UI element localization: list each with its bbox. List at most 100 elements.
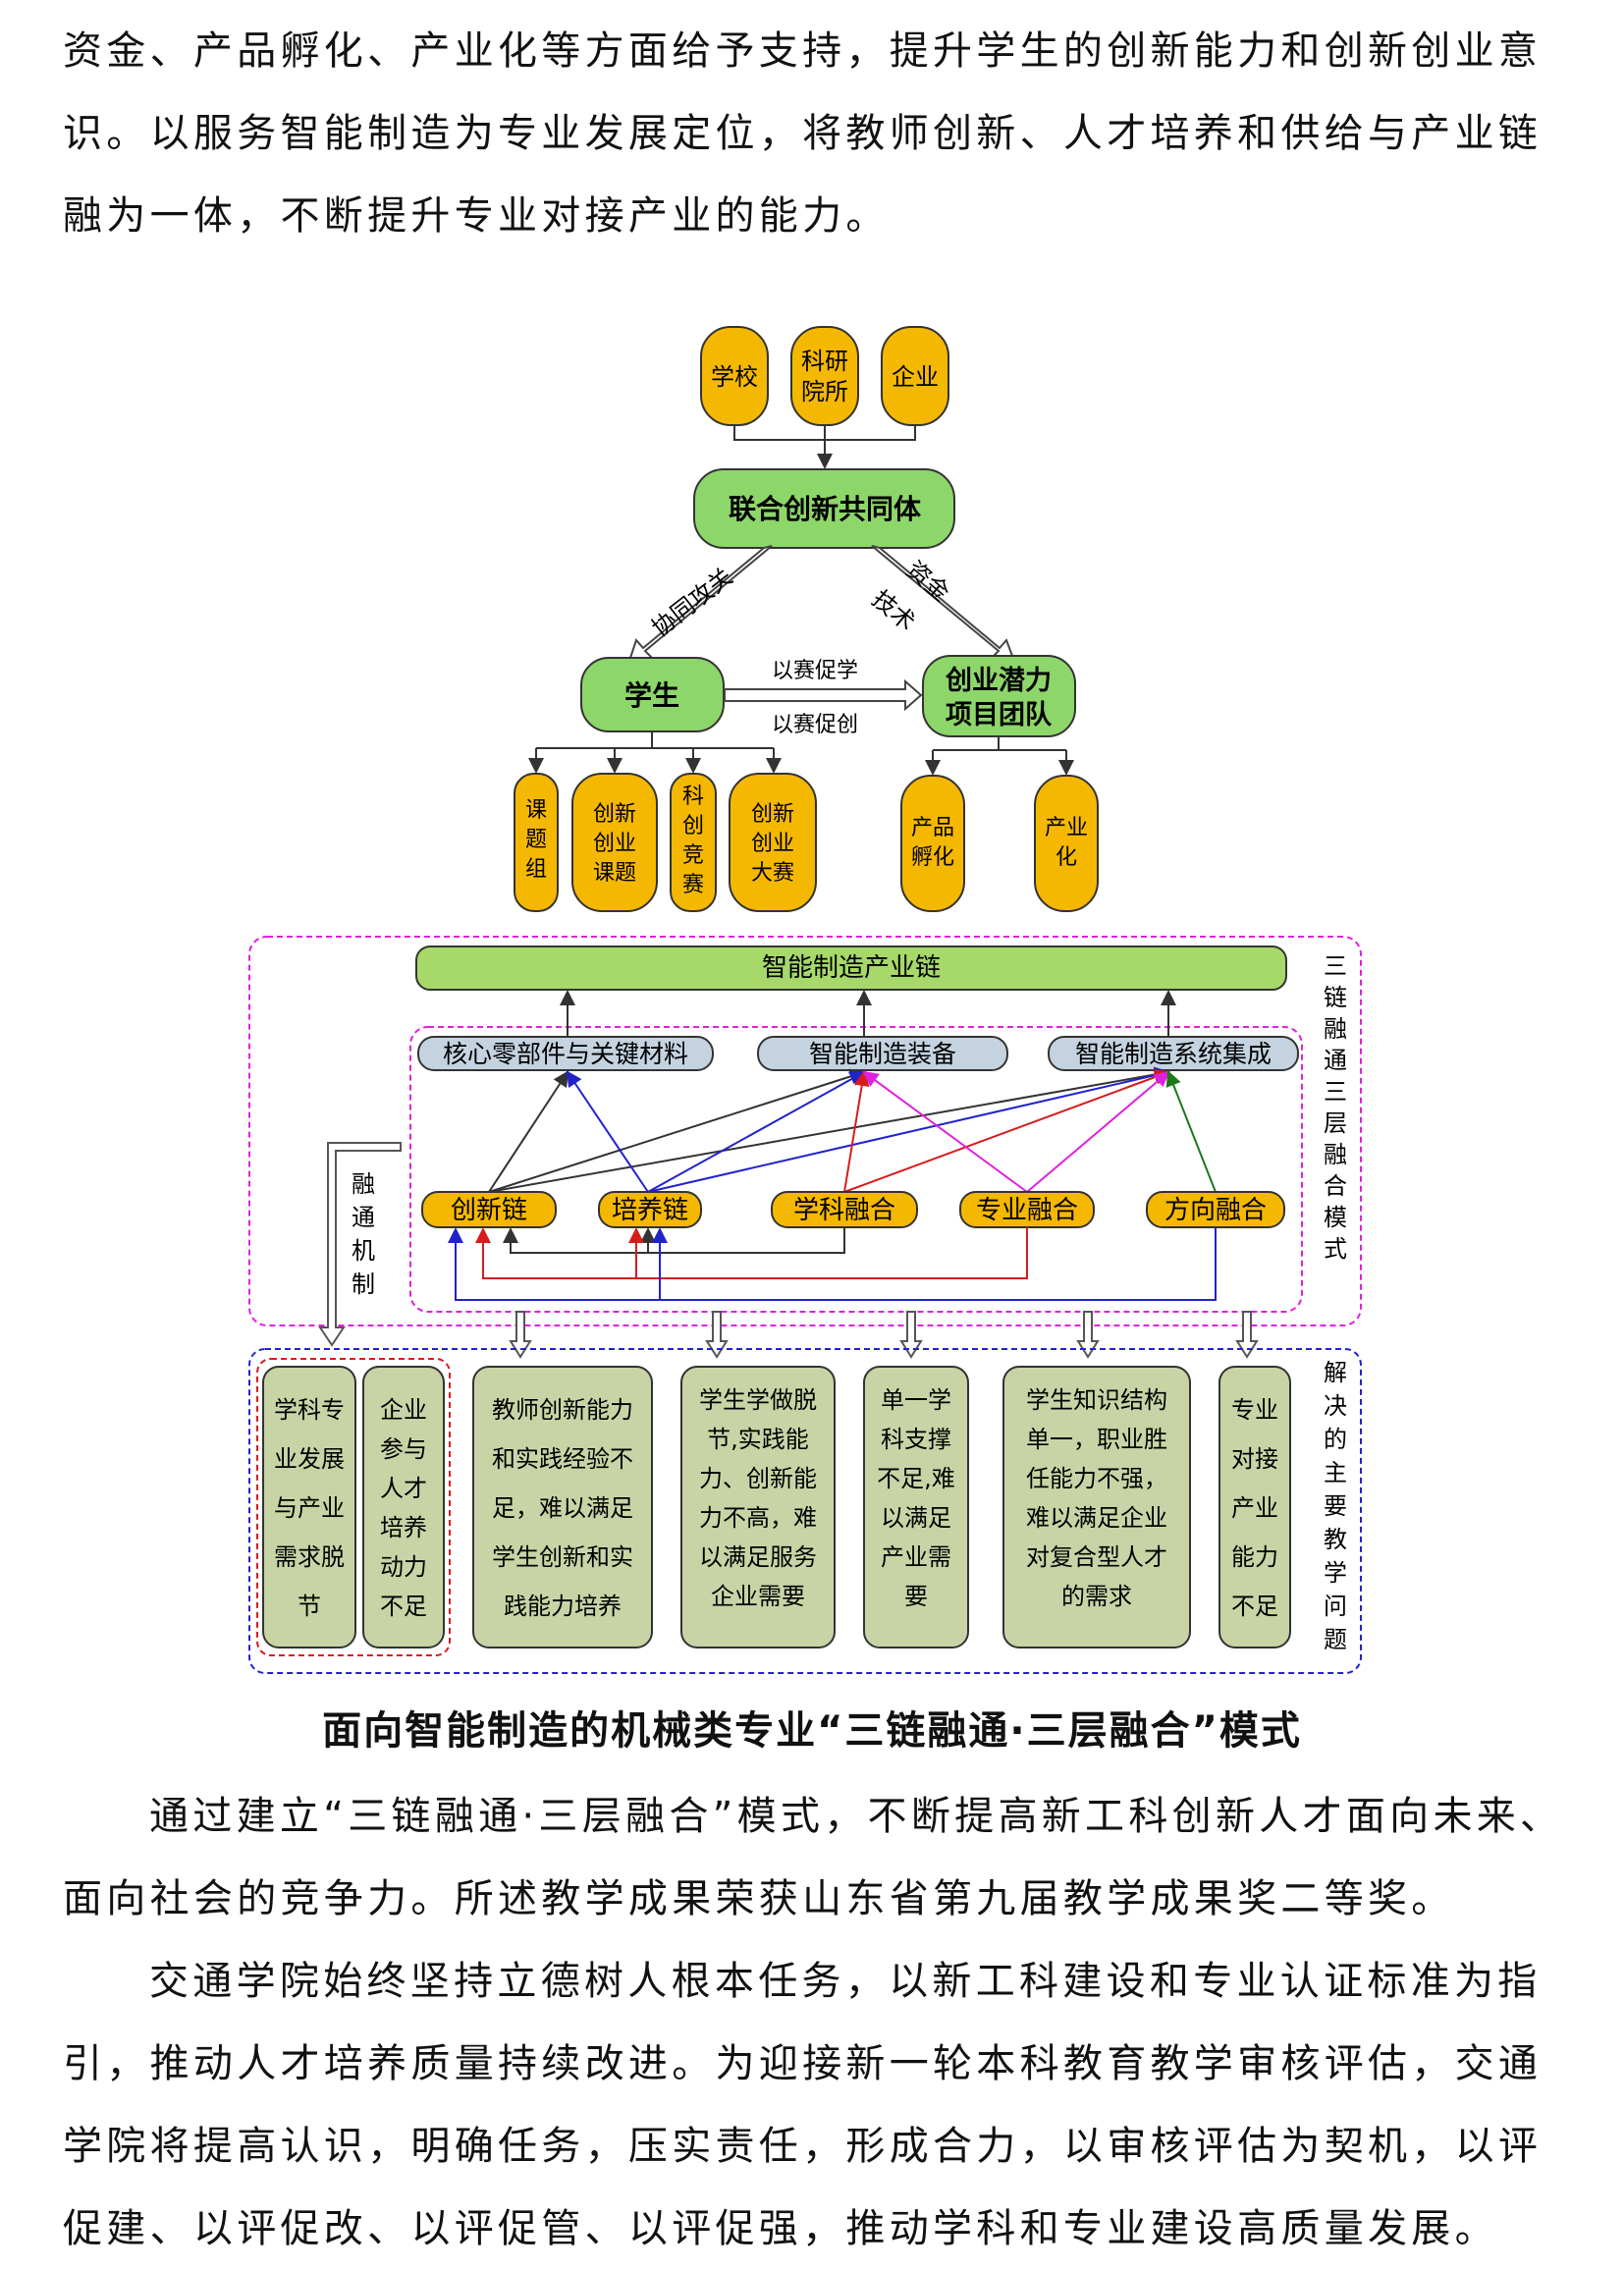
side-char: 融 — [352, 1170, 375, 1198]
side-char: 的 — [1324, 1426, 1347, 1453]
side-char: 融 — [1324, 1141, 1347, 1168]
student-label: 学生 — [624, 679, 679, 712]
problem-text: 难以满足企业 — [1026, 1504, 1167, 1532]
output-text: 竞 — [682, 843, 704, 868]
side-char: 三 — [1324, 952, 1347, 980]
side-char: 机 — [352, 1237, 375, 1265]
problem-text: 企业 — [380, 1396, 427, 1424]
diagram-figure: 学校 科研 院所 企业 联合创新共同体 协同攻关 资金 技术 学生 创业潜力 项… — [248, 326, 1362, 1674]
paragraph-3: 交通学院始终坚持立德树人根本任务，以新工科建设和专业认证标准为指引，推动人才培养… — [63, 1959, 1543, 2251]
problem-box-5 — [863, 1366, 969, 1648]
problem-text: 专业 — [1231, 1396, 1278, 1424]
layer2-to-chain-arrows — [560, 990, 1176, 1037]
problems-side-label: 解 决 的 主 要 教 学 问 题 — [1324, 1359, 1347, 1653]
output-text: 创 — [682, 814, 704, 838]
problem-text: 学生学做脱 — [699, 1386, 817, 1414]
team-label-2: 项目团队 — [946, 700, 1053, 730]
team-output-connectors — [925, 736, 1074, 776]
student-to-team-arrow — [724, 678, 923, 712]
side-char: 制 — [352, 1270, 375, 1298]
problem-text: 培养 — [380, 1514, 427, 1541]
problem-text: 参与 — [380, 1435, 427, 1463]
source-label-institute-2: 院所 — [801, 378, 848, 405]
team-label-1: 创业潜力 — [945, 666, 1052, 696]
output-box-innovation-topic — [571, 773, 658, 912]
side-char: 链 — [1324, 984, 1347, 1011]
problem-box-6 — [1002, 1366, 1191, 1648]
problem-text: 产业 — [1231, 1494, 1278, 1522]
chain-label-innovation: 创新链 — [451, 1196, 527, 1225]
arrow-right-label-1: 资金 — [901, 556, 955, 607]
output-text: 产品 — [911, 816, 954, 840]
problem-box-1 — [262, 1366, 356, 1648]
paragraph-1: 资金、产品孵化、产业化等方面给予支持，提升学生的创新能力和创新创业意识。以服务智… — [63, 28, 1543, 239]
problem-text: 单一学 — [881, 1386, 951, 1414]
problem-text: 不足 — [1231, 1593, 1278, 1620]
problem-text: 力不高，难 — [699, 1504, 817, 1532]
output-text: 科 — [682, 784, 704, 809]
problem-text: 需求脱 — [274, 1543, 345, 1571]
side-char: 通 — [1324, 1047, 1347, 1074]
output-box-industrialization — [1034, 775, 1099, 912]
industry-chain-box — [415, 946, 1287, 991]
outer-magenta-frame — [248, 936, 1362, 1326]
problem-text: 学生创新和实 — [492, 1543, 633, 1571]
side-char: 解 — [1324, 1359, 1347, 1386]
side-label-right: 三 链 融 通 三 层 融 合 模 式 — [1324, 952, 1347, 1263]
side-char: 决 — [1324, 1392, 1347, 1420]
chain-feedback-lines — [448, 1227, 1217, 1301]
arrow-right-label-2: 技术 — [867, 585, 921, 636]
problem-text: 教师创新能力 — [492, 1396, 633, 1424]
problem-text: 不足 — [380, 1593, 427, 1620]
problem-text: 和实践经验不 — [492, 1445, 633, 1473]
problems-red-frame — [256, 1358, 451, 1656]
chain-label-direction: 方向融合 — [1164, 1196, 1267, 1225]
problem-box-2 — [362, 1366, 445, 1648]
problem-text: 人才 — [380, 1475, 427, 1502]
student-output-connectors — [528, 731, 782, 774]
problem-text: 以满足 — [881, 1504, 951, 1532]
side-char: 学 — [1324, 1559, 1347, 1587]
output-text: 课 — [525, 798, 547, 823]
layer2-label-equipment: 智能制造装备 — [809, 1040, 956, 1068]
output-box-project-group — [514, 773, 559, 912]
output-text: 课题 — [593, 861, 636, 886]
problem-text: 产业需 — [881, 1543, 951, 1571]
source-connectors — [733, 425, 916, 469]
source-box-institute — [790, 326, 859, 426]
side-char: 层 — [1324, 1109, 1347, 1137]
problem-box-3 — [472, 1366, 653, 1648]
problem-text: 单一，职业胜 — [1026, 1426, 1167, 1453]
mid-label-2: 以赛促创 — [772, 713, 858, 737]
source-label-institute-1: 科研 — [801, 348, 848, 375]
problem-text: 与产业 — [274, 1494, 345, 1522]
layer2-label-core-parts: 核心零部件与关键材料 — [443, 1040, 688, 1068]
side-label-left: 融 通 机 制 — [352, 1170, 375, 1298]
output-box-sci-competition — [670, 773, 717, 912]
side-char: 题 — [1324, 1626, 1347, 1653]
problem-text: 节,实践能 — [707, 1426, 809, 1453]
problem-text: 学生知识结构 — [1026, 1386, 1167, 1414]
output-text: 创业 — [751, 832, 794, 856]
arrow-left-label: 协同攻关 — [647, 563, 738, 642]
side-char: 模 — [1324, 1204, 1347, 1231]
problem-text: 节 — [298, 1593, 321, 1620]
mechanism-arrow — [318, 1142, 402, 1347]
problems-frame — [248, 1348, 1362, 1674]
industry-chain-label: 智能制造产业链 — [762, 953, 941, 983]
chain-label-major: 专业融合 — [976, 1196, 1078, 1225]
source-boxes: 学校 科研 院所 企业 — [700, 326, 949, 426]
figure-caption: 面向智能制造的机械类专业“三链融通·三层融合”模式 — [322, 1708, 1302, 1754]
side-char: 融 — [1324, 1015, 1347, 1043]
problem-text: 业发展 — [274, 1445, 345, 1473]
inner-magenta-frame — [409, 1026, 1303, 1313]
output-text: 产业 — [1045, 816, 1088, 840]
output-text: 孵化 — [911, 845, 954, 870]
problem-box-7 — [1218, 1366, 1291, 1648]
chain-label-discipline: 学科融合 — [793, 1196, 895, 1225]
problem-text: 对接 — [1231, 1445, 1278, 1473]
side-char: 合 — [1324, 1172, 1347, 1200]
problem-box-4 — [680, 1366, 836, 1648]
mid-label-1: 以赛促学 — [772, 659, 858, 683]
output-text: 创新 — [751, 802, 794, 827]
